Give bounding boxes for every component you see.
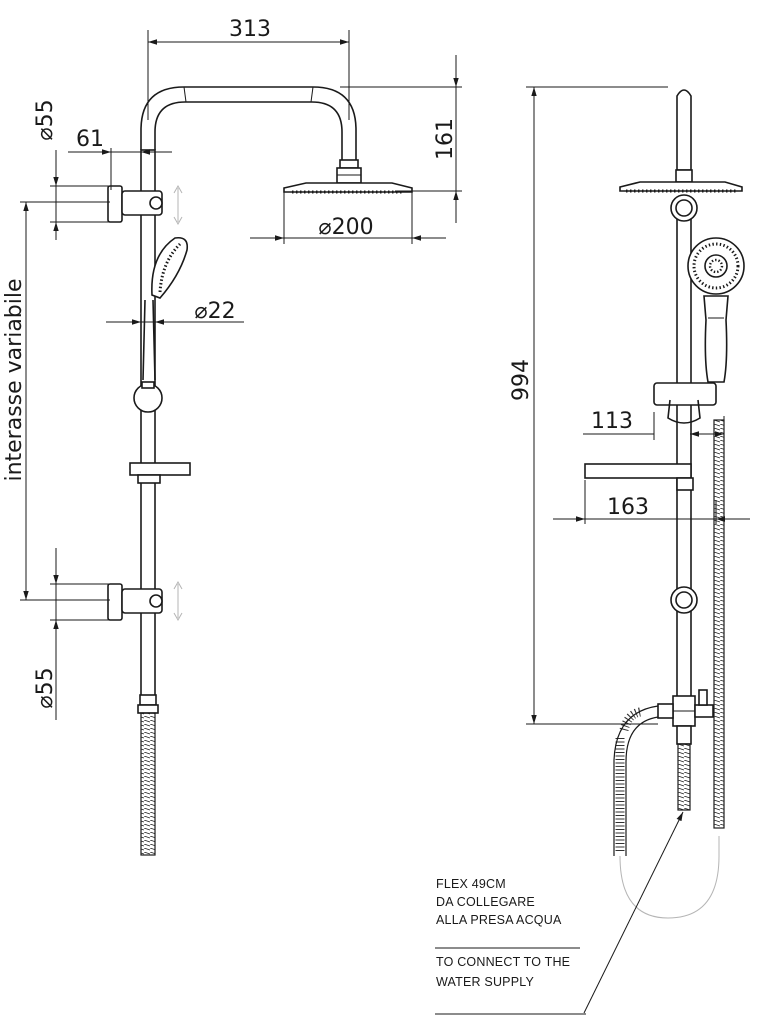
front-hose [140,712,156,856]
front-hand-shower [142,236,189,381]
dim-200-label: ⌀200 [318,215,373,240]
side-arm [676,89,692,171]
dim-313-label: 313 [229,17,271,42]
dim-163-label: 163 [607,495,649,520]
note-it-line1: FLEX 49CM [436,877,506,891]
note-it-line2: DA COLLEGARE [436,895,535,909]
dim-55-upper: ⌀55 [33,99,110,240]
dim-161-label: 161 [433,118,458,160]
side-diverter [657,689,714,745]
dim-55-lower-label: ⌀55 [33,667,58,708]
side-hand-shower [687,237,745,383]
dim-22-label: ⌀22 [194,299,235,324]
side-hose-arc [619,836,720,919]
note-en-line1: TO CONNECT TO THE [436,955,570,969]
side-rain-head [619,181,743,192]
note-it-line3: ALLA PRESA ACQUA [436,913,562,927]
dim-interasse-label: interasse variabile [2,278,27,481]
dim-61-label: 61 [76,127,104,152]
note-leader [435,811,684,1015]
dim-313: 313 [147,17,350,120]
dim-200: ⌀200 [250,192,446,244]
front-arm-outer [140,86,357,160]
dim-994-label: 994 [509,359,534,401]
front-view: 313 161 ⌀200 61 [2,17,462,856]
side-slider [653,382,717,406]
dim-994: 994 [509,86,668,725]
side-flex-hose-down [677,743,691,811]
dim-22: ⌀22 [106,299,244,325]
front-upper-bracket [107,184,183,226]
side-view: 994 113 163 FLEX 49CM DA COLLEGARE ALLA … [435,86,750,1015]
side-handshower-hose [713,419,725,829]
dim-113: 113 [583,409,725,440]
dim-113-label: 113 [591,409,633,434]
side-soap-shelf [584,463,694,491]
dim-interasse: interasse variabile [2,201,110,601]
dim-61: 61 [68,127,172,190]
front-rail [140,149,156,701]
note-en-line2: WATER SUPPLY [436,975,534,989]
front-soap-shelf [129,462,191,484]
dim-163: 163 [553,480,750,524]
dim-55-upper-label: ⌀55 [33,99,58,140]
dim-55-lower: ⌀55 [33,548,110,720]
front-lower-bracket [107,580,183,622]
front-arm-inner [154,101,343,160]
dim-161: 161 [340,55,462,223]
